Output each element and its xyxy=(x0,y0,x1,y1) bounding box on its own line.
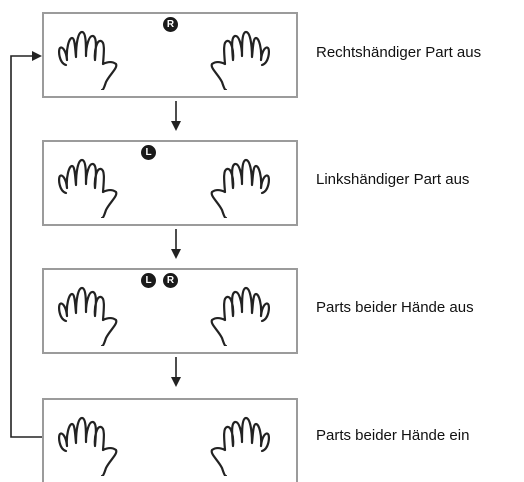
left-hand-badge: L xyxy=(141,145,156,160)
arrow-down-icon xyxy=(171,357,181,387)
step-panel-3: L R xyxy=(42,268,298,354)
step-caption-2: Linkshändiger Part aus xyxy=(316,171,470,188)
step-panel-4 xyxy=(42,398,298,482)
right-hand-badge: R xyxy=(163,273,178,288)
step-caption-1: Rechtshändiger Part aus xyxy=(316,44,482,61)
step-panel-2: L xyxy=(42,140,298,226)
loop-back-arrow-icon xyxy=(10,51,42,438)
two-hands-icon xyxy=(57,158,271,218)
step-caption-3: Parts beider Hände aus xyxy=(316,299,474,316)
arrow-down-icon xyxy=(171,229,181,259)
left-hand-badge: L xyxy=(141,273,156,288)
two-hands-icon xyxy=(57,416,271,476)
step-caption-4: Parts beider Hände ein xyxy=(316,427,470,444)
step-panel-1: R xyxy=(42,12,298,98)
right-hand-badge: R xyxy=(163,17,178,32)
arrow-down-icon xyxy=(171,101,181,131)
